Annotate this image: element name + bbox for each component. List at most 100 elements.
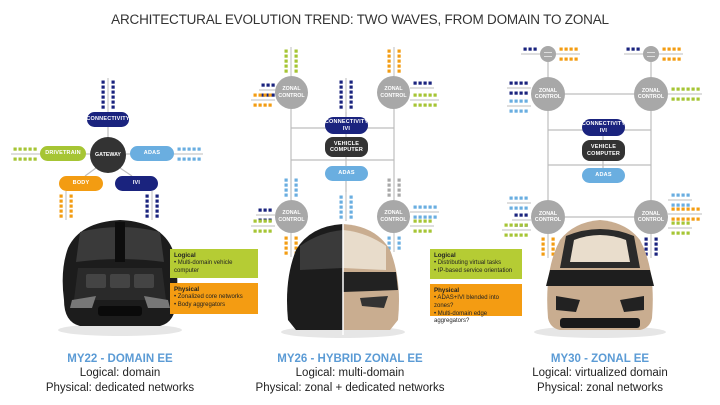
ecu-node xyxy=(284,241,288,245)
ecu-node xyxy=(514,91,518,95)
ecu-node-tree xyxy=(410,205,439,219)
ecu-node xyxy=(696,207,700,211)
physical-note-title: Physical xyxy=(434,287,460,294)
ecu-node xyxy=(101,105,105,109)
ecu-node xyxy=(569,47,573,51)
ecu-node xyxy=(418,219,422,223)
ecu-node xyxy=(284,64,288,68)
ecu-node xyxy=(418,93,422,97)
caption-heading: MY26 - HYBRID ZONAL EE xyxy=(277,353,423,365)
ecu-node-tree xyxy=(410,219,434,233)
caption-zonal-ee: MY30 - ZONAL EE Logical: virtualized dom… xyxy=(505,352,695,395)
ecu-node xyxy=(662,47,666,51)
ecu-node xyxy=(677,57,681,61)
ecu-node xyxy=(519,233,523,237)
ecu-node xyxy=(263,229,267,233)
ecu-node xyxy=(294,49,298,53)
ecu-node xyxy=(551,237,555,241)
ecu-node xyxy=(413,205,417,209)
zonal-control-label: ZONAL CONTROL xyxy=(380,210,407,223)
zonal-control-hybrid-top-right: ZONAL CONTROL xyxy=(377,76,410,109)
ecu-node xyxy=(155,199,159,203)
body-domain-pill: BODY xyxy=(59,176,103,191)
logical-note-zonal: Logical • Distributing virtual tasks • I… xyxy=(430,249,522,279)
ecu-node xyxy=(59,204,63,208)
connectivity-ivi-hybrid-pill: CONNECTIVITY IVI xyxy=(325,117,368,134)
ecu-node xyxy=(339,210,343,214)
ecu-node xyxy=(428,103,432,107)
ecu-node xyxy=(387,183,391,187)
ecu-node xyxy=(514,213,518,217)
ecu-node xyxy=(423,219,427,223)
ecu-node xyxy=(519,99,523,103)
ecu-node xyxy=(533,47,537,51)
ecu-node-tree xyxy=(644,234,658,258)
ecu-node xyxy=(13,147,17,151)
ecu-node xyxy=(418,103,422,107)
ecu-node xyxy=(654,247,658,251)
ecu-node xyxy=(696,97,700,101)
ecu-node xyxy=(258,93,262,97)
connectivity-label: CONNECTIVITY xyxy=(86,116,130,123)
ecu-node xyxy=(387,64,391,68)
vehicle-computer-label: VEHICLE COMPUTER xyxy=(586,144,621,157)
logical-note-title: Logical xyxy=(174,252,196,259)
ecu-node-tree xyxy=(668,87,702,101)
ecu-node xyxy=(514,196,518,200)
ecu-node xyxy=(197,157,201,161)
ecu-node xyxy=(177,147,181,151)
ecu-node-tree xyxy=(145,191,159,220)
ecu-node xyxy=(428,81,432,85)
ecu-node xyxy=(524,99,528,103)
adas-domain-pill: ADAS xyxy=(130,146,174,161)
ecu-node-tree xyxy=(556,47,580,61)
ecu-node xyxy=(187,157,191,161)
ecu-node xyxy=(509,196,513,200)
ecu-node xyxy=(519,223,523,227)
ecu-node xyxy=(574,47,578,51)
ecu-node xyxy=(397,193,401,197)
ecu-node xyxy=(258,219,262,223)
ecu-node xyxy=(111,95,115,99)
ecu-node-tree xyxy=(541,234,555,258)
physical-note-item: • Body aggregators xyxy=(174,301,226,308)
adas-hybrid-pill: ADAS xyxy=(325,166,368,181)
gateway-node: GATEWAY xyxy=(90,137,126,173)
ecu-node xyxy=(294,64,298,68)
ecu-node xyxy=(681,221,685,225)
ecu-node-tree xyxy=(668,193,692,207)
ecu-node xyxy=(569,57,573,61)
ecu-node xyxy=(349,105,353,109)
ecu-node xyxy=(686,193,690,197)
ecu-node xyxy=(263,103,267,107)
ecu-node xyxy=(101,90,105,94)
ecu-node xyxy=(418,215,422,219)
ecu-node xyxy=(676,221,680,225)
ecu-node xyxy=(524,109,528,113)
ecu-node xyxy=(294,246,298,250)
ecu-node-tree xyxy=(387,233,401,252)
ecu-node xyxy=(253,219,257,223)
ecu-node xyxy=(33,147,37,151)
ecu-node xyxy=(423,205,427,209)
ecu-node xyxy=(111,100,115,104)
ecu-node xyxy=(387,178,391,182)
ecu-node xyxy=(509,99,513,103)
connectivity-ivi-label: CONNECTIVITY IVI xyxy=(324,119,369,132)
car-zonal-ee xyxy=(534,220,666,338)
ecu-node xyxy=(676,97,680,101)
zonal-control-label: ZONAL CONTROL xyxy=(534,87,562,100)
connection-line xyxy=(84,167,97,177)
ecu-node xyxy=(662,57,666,61)
ecu-node xyxy=(681,231,685,235)
ecu-node xyxy=(676,203,680,207)
ecu-node xyxy=(28,157,32,161)
ecu-node xyxy=(263,93,267,97)
ecu-node xyxy=(631,47,635,51)
ecu-node xyxy=(177,157,181,161)
ecu-node xyxy=(284,236,288,240)
drivetrain-label: DRIVETRAIN xyxy=(45,150,81,157)
ecu-node xyxy=(681,97,685,101)
ecu-node xyxy=(559,57,563,61)
ecu-node xyxy=(524,91,528,95)
